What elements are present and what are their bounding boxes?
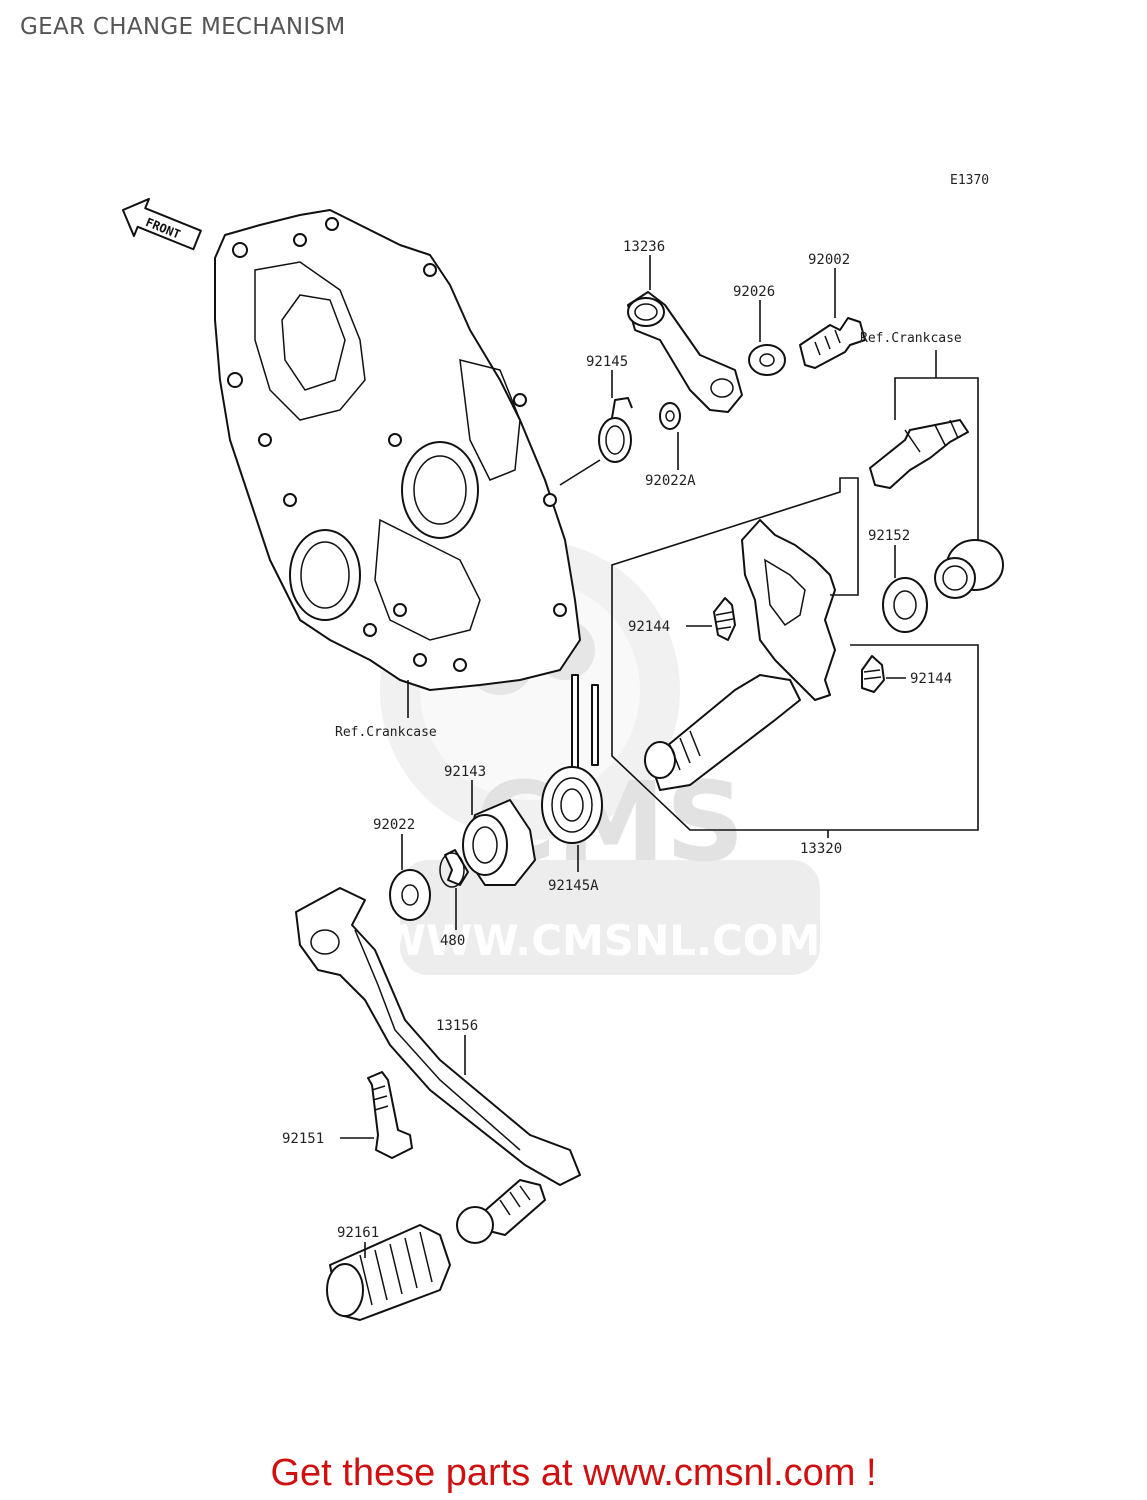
callout-92022: 92022 bbox=[373, 817, 415, 833]
foot-peg-rubber-92161 bbox=[326, 1179, 546, 1321]
footer-link-text[interactable]: Get these parts at www.cmsnl.com ! bbox=[270, 1452, 877, 1494]
collar-92143 bbox=[462, 799, 536, 886]
callout-92002: 92002 bbox=[808, 252, 850, 268]
callout-480: 480 bbox=[440, 933, 465, 949]
callout-92022A: 92022A bbox=[645, 473, 696, 489]
callout-13236: 13236 bbox=[623, 239, 665, 255]
washer-92026 bbox=[748, 344, 786, 376]
callout-92026: 92026 bbox=[733, 284, 775, 300]
watermark-url: WWW.CMSNL.COM bbox=[380, 916, 821, 965]
exploded-diagram: CMS WWW.CMSNL.COM E1370 FRONT bbox=[121, 173, 1004, 1321]
shift-lever-13156 bbox=[295, 887, 581, 1186]
bolt-92002 bbox=[799, 317, 866, 369]
spring-92145 bbox=[598, 397, 633, 463]
washer-92152 bbox=[882, 577, 928, 633]
shift-shaft-assembly bbox=[644, 519, 836, 791]
pin-stud bbox=[869, 419, 969, 489]
needle-bearing bbox=[934, 539, 1004, 599]
callout-92144-right: 92144 bbox=[910, 671, 952, 687]
callout-13156: 13156 bbox=[436, 1018, 478, 1034]
diagram-code: E1370 bbox=[950, 173, 989, 188]
page-title: GEAR CHANGE MECHANISM bbox=[20, 14, 346, 40]
spring-92144-right bbox=[861, 655, 885, 693]
washer-92022 bbox=[389, 869, 431, 921]
return-spring-92145A bbox=[541, 674, 603, 844]
front-arrow-icon: FRONT bbox=[121, 197, 202, 251]
shift-link-arm bbox=[627, 291, 743, 413]
callout-ref-crankcase-left: Ref.Crankcase bbox=[335, 725, 437, 740]
callout-92151: 92151 bbox=[282, 1131, 324, 1147]
crankcase-cover bbox=[214, 209, 581, 691]
callout-92143: 92143 bbox=[444, 764, 486, 780]
callout-92145: 92145 bbox=[586, 354, 628, 370]
callout-13320: 13320 bbox=[800, 841, 842, 857]
callout-ref-crankcase-right: Ref.Crankcase bbox=[860, 331, 962, 346]
washer-92022A bbox=[659, 402, 681, 430]
callout-92144-left: 92144 bbox=[628, 619, 670, 635]
callout-92145A: 92145A bbox=[548, 878, 599, 894]
callout-92152: 92152 bbox=[868, 528, 910, 544]
bolt-92151 bbox=[367, 1071, 413, 1159]
callout-92161: 92161 bbox=[337, 1225, 379, 1241]
circlip-480 bbox=[439, 849, 469, 888]
spring-92144-left bbox=[713, 597, 736, 641]
